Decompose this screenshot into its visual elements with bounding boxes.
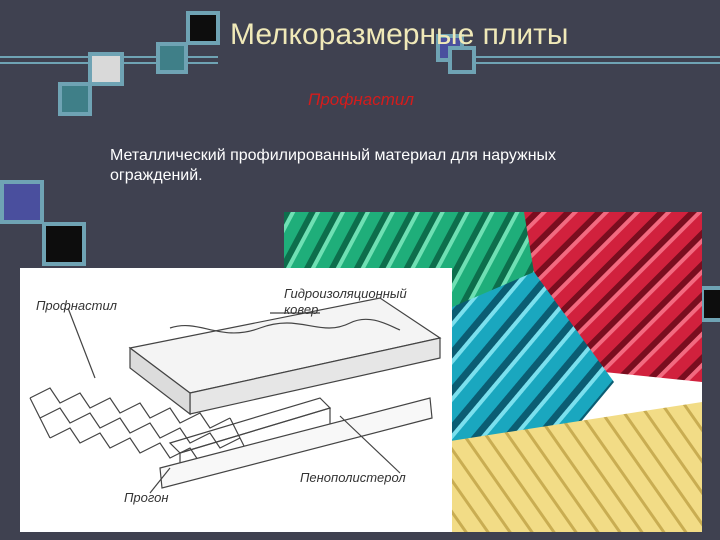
- frame-line-right-2: [470, 62, 720, 64]
- slide-subtitle: Профнастил: [308, 90, 414, 109]
- label-purlin: Прогон: [124, 490, 169, 505]
- label-waterproof-layer: Гидроизоляционный ковер: [284, 286, 407, 317]
- label-profnastil: Профнастил: [36, 298, 118, 313]
- deco-square: [42, 222, 86, 266]
- roof-section-drawing: [29, 297, 442, 494]
- deco-square: [186, 11, 220, 45]
- frame-line-right: [470, 56, 720, 58]
- deco-square: [448, 46, 476, 74]
- roof-structure-diagram: Профнастил Гидроизоляционный ковер Пеноп…: [20, 268, 452, 532]
- slide-title: Мелкоразмерные плиты: [230, 18, 569, 51]
- label-foam-insulation: Пенополистерол: [300, 470, 406, 485]
- deco-square: [700, 286, 720, 322]
- deco-square: [0, 180, 44, 224]
- deco-square: [156, 42, 188, 74]
- slide-description: Металлический профилированный материал д…: [110, 147, 557, 184]
- deco-square: [58, 82, 92, 116]
- deco-square: [88, 52, 124, 86]
